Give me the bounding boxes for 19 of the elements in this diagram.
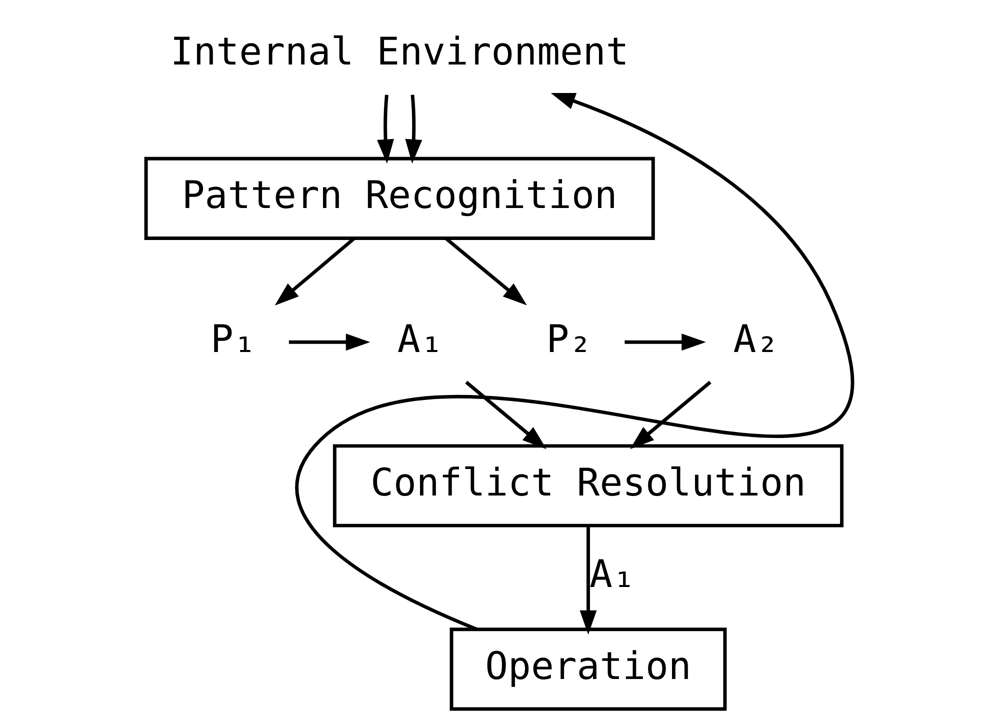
node-text: P₁: [210, 316, 256, 361]
edge-label: A₁: [590, 552, 636, 596]
arrow: [377, 94, 394, 164]
arrow: [274, 237, 356, 306]
arrow: [288, 334, 370, 351]
node-text: Internal Environment: [170, 29, 629, 74]
node-box: Conflict Resolution: [332, 444, 844, 528]
arrow: [465, 380, 546, 450]
arrow: [580, 526, 597, 635]
arrow: [624, 334, 706, 351]
node-text: A₁: [397, 316, 444, 361]
node-text: A₂: [733, 316, 780, 361]
node-text: P₂: [546, 316, 592, 361]
arrow: [405, 94, 422, 164]
arrow: [630, 380, 712, 450]
arrow: [444, 237, 527, 306]
node-box: Pattern Recognition: [144, 156, 655, 240]
arrow: [295, 92, 852, 631]
node-box: Operation: [450, 628, 727, 711]
